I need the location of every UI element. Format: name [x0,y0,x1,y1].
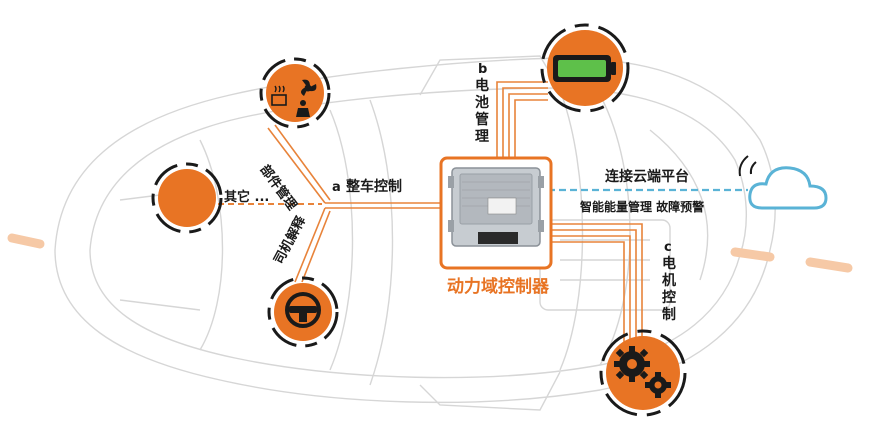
vehicle-label: 整车控制 [346,179,402,195]
battery-node [540,23,630,113]
battery-label: 电池管理 [475,78,489,145]
fan-heater-icon [271,79,317,117]
parts-node [259,57,331,129]
motor-node [599,329,687,417]
ecu-title: 动力域控制器 [447,277,549,297]
cloud-label: 连接云端平台 [605,169,689,185]
driver-node [267,276,339,348]
other-label: 其它 ... [224,190,270,205]
road-dashes [7,233,853,273]
motor-label: 电机控制 [662,256,676,323]
battery-letter: b [478,62,488,77]
cloud-sublabel: 智能能量管理 故障预警 [580,200,705,214]
ecu-icon [448,167,544,247]
vehicle-letter: a [332,180,341,195]
connector-lines [267,81,643,345]
gears-icon [614,346,671,398]
other-node [151,162,223,234]
ecu-node [439,156,553,270]
cloud-icon [738,155,828,210]
battery-icon [553,55,616,82]
steering-wheel-icon [285,292,321,328]
motor-letter: c [664,240,672,255]
